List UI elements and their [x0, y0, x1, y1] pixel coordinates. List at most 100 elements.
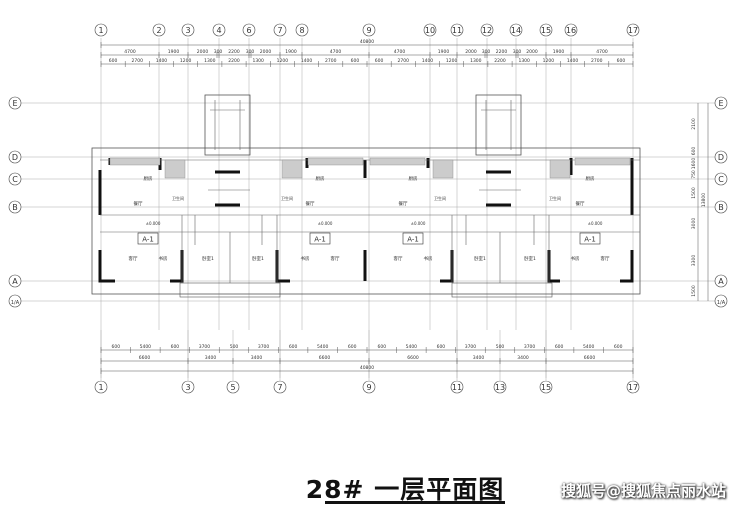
dimension-text: 3400 — [205, 355, 217, 361]
dimension-text: 6600 — [584, 355, 596, 361]
room-label-study: 书房 — [301, 255, 310, 262]
axis-bubble — [450, 380, 464, 394]
wall — [98, 158, 162, 283]
building-walls — [91, 94, 641, 298]
axis-bubble — [626, 23, 640, 37]
dimension-text: 3400 — [473, 355, 485, 361]
dimension-text: 2700 — [398, 58, 410, 64]
room-label-living: 客厅 — [601, 255, 610, 262]
room-label-bedroom: 卧室1 — [202, 255, 214, 262]
dimension-text: 5400 — [406, 344, 418, 350]
axis-label: 16 — [566, 26, 576, 35]
axis-label: C — [12, 175, 18, 184]
axis-bubble — [8, 172, 22, 186]
axis-bubble — [181, 380, 195, 394]
axis-bubble — [8, 96, 22, 110]
axis-bubble — [212, 23, 226, 37]
dimension-text: 1300 — [470, 58, 482, 64]
room-label-bath: 卫生间 — [172, 195, 184, 201]
room-label-dining: 餐厅 — [576, 200, 585, 207]
dimension-text: 1900 — [553, 49, 565, 55]
title-underline — [325, 501, 505, 504]
dimension-text: 1300 — [252, 58, 264, 64]
dimension-text: 1600 — [691, 158, 697, 170]
dimension-text: 600 — [691, 147, 697, 156]
axis-bubble — [564, 23, 578, 37]
dimension-text: 3700 — [199, 344, 211, 350]
axis-bubble — [94, 23, 108, 37]
dimension-text: 5400 — [317, 344, 329, 350]
axis-label: 3 — [185, 26, 190, 35]
room-label-kitchen: 厨房 — [409, 175, 418, 182]
dimension-text: 2700 — [325, 58, 337, 64]
elevation-mark: ±0.000 — [588, 221, 603, 226]
axis-bubble — [94, 380, 108, 394]
dimension-text: 4700 — [394, 49, 406, 55]
stair-core-left — [204, 94, 251, 156]
dimension-text: 600 — [555, 344, 564, 350]
axis-bubble — [226, 380, 240, 394]
dimension-text: 3400 — [517, 355, 529, 361]
axis-bubble — [714, 172, 728, 186]
elevation-mark: ±0.000 — [318, 221, 333, 226]
dimension-text: 1500 — [691, 285, 697, 297]
dimension-text: 13800 — [701, 193, 707, 207]
dimension-text: 300 — [246, 49, 255, 55]
dimension-text: 600 — [377, 344, 386, 350]
dimension-text: 300 — [482, 49, 491, 55]
room-label-living: 客厅 — [394, 255, 403, 262]
room-label-dining: 餐厅 — [399, 200, 408, 207]
dimension-text: 600 — [375, 58, 384, 64]
drawing-title: 28# 一层平面图 — [0, 470, 740, 506]
axis-label: 1/A — [11, 300, 20, 306]
axis-label: A — [12, 277, 18, 286]
dimension-text: 600 — [614, 344, 623, 350]
axis-label: B — [12, 203, 18, 212]
dimension-text: 1400 — [567, 58, 579, 64]
dimension-text: 6600 — [139, 355, 151, 361]
room-label-dining: 餐厅 — [134, 200, 143, 207]
dimension-text: 2200 — [228, 58, 240, 64]
unit-tag-box — [309, 232, 331, 245]
axis-label: 1 — [98, 383, 103, 392]
axis-bubble — [8, 294, 22, 308]
dimension-text: 1900 — [438, 49, 450, 55]
unit-tag-box — [137, 232, 159, 245]
axis-bubble — [362, 380, 376, 394]
balcony-strip — [179, 282, 281, 298]
axis-bubble — [626, 380, 640, 394]
dimension-text: 3000 — [691, 218, 697, 230]
dimension-text: 1200 — [277, 58, 289, 64]
elevation-mark: ±0.000 — [411, 221, 426, 226]
axis-label: 11 — [452, 26, 462, 35]
axis-label: 15 — [541, 383, 551, 392]
dimension-text: 600 — [437, 344, 446, 350]
axis-label: 11 — [452, 383, 462, 392]
dimension-text: 500 — [496, 344, 505, 350]
axis-label: 9 — [366, 383, 371, 392]
axis-label: 3 — [185, 383, 190, 392]
dimension-text: 4700 — [330, 49, 342, 55]
axis-bubble — [714, 96, 728, 110]
dimension-text: 2200 — [494, 58, 506, 64]
unit-tag-box — [579, 232, 601, 245]
room-label-living: 客厅 — [331, 255, 340, 262]
dimension-text: 40800 — [360, 365, 374, 371]
axis-bubble — [362, 23, 376, 37]
unit-tag: A-1 — [142, 236, 154, 244]
dimension-text: 600 — [617, 58, 626, 64]
axis-label: 17 — [628, 383, 638, 392]
axis-label: 6 — [246, 26, 251, 35]
axis-label: 9 — [366, 26, 371, 35]
wall — [305, 158, 430, 178]
axis-label: 7 — [277, 26, 282, 35]
axis-label: 4 — [216, 26, 221, 35]
dimension-text: 40800 — [360, 39, 374, 45]
axis-bubble — [8, 274, 22, 288]
axis-bubble — [539, 380, 553, 394]
axis-bubble — [295, 23, 309, 37]
unit-tag-box — [402, 232, 424, 245]
axis-bubble — [152, 23, 166, 37]
dimension-text: 1300 — [204, 58, 216, 64]
